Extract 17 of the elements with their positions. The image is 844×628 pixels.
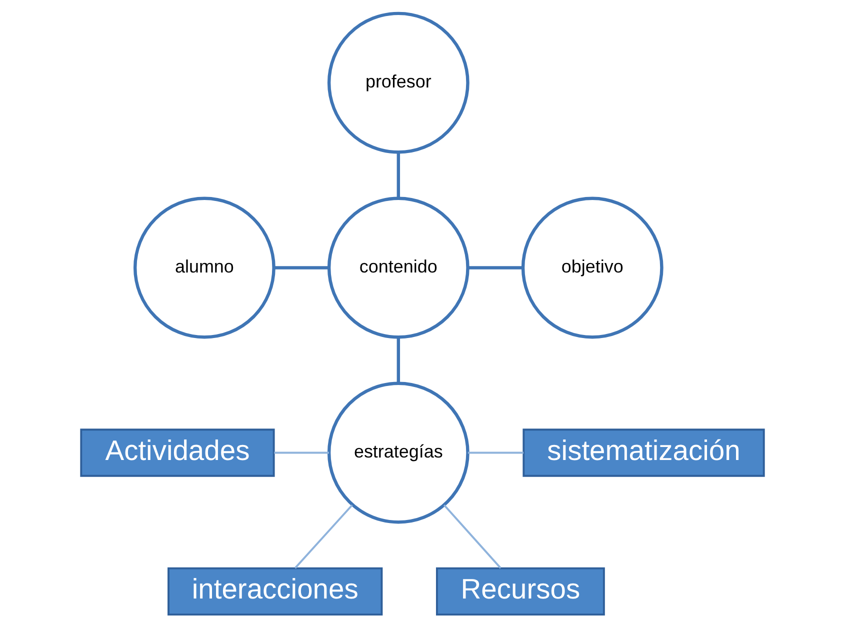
connector [396, 337, 400, 384]
node-circle: alumno [132, 196, 275, 339]
node-box: interacciones [167, 567, 382, 616]
node-circle: contenido [326, 196, 469, 339]
connector [274, 266, 328, 270]
connector [442, 504, 501, 569]
node-box: sistematización [522, 428, 764, 477]
node-circle: estrategías [326, 382, 469, 524]
connector [468, 266, 522, 270]
node-circle: profesor [326, 12, 469, 154]
connector [274, 452, 328, 454]
connector [294, 504, 352, 569]
connector [396, 152, 400, 198]
node-box: Actividades [80, 428, 274, 477]
node-box: Recursos [435, 567, 604, 616]
connector [467, 452, 524, 454]
node-circle: objetivo [520, 196, 663, 339]
